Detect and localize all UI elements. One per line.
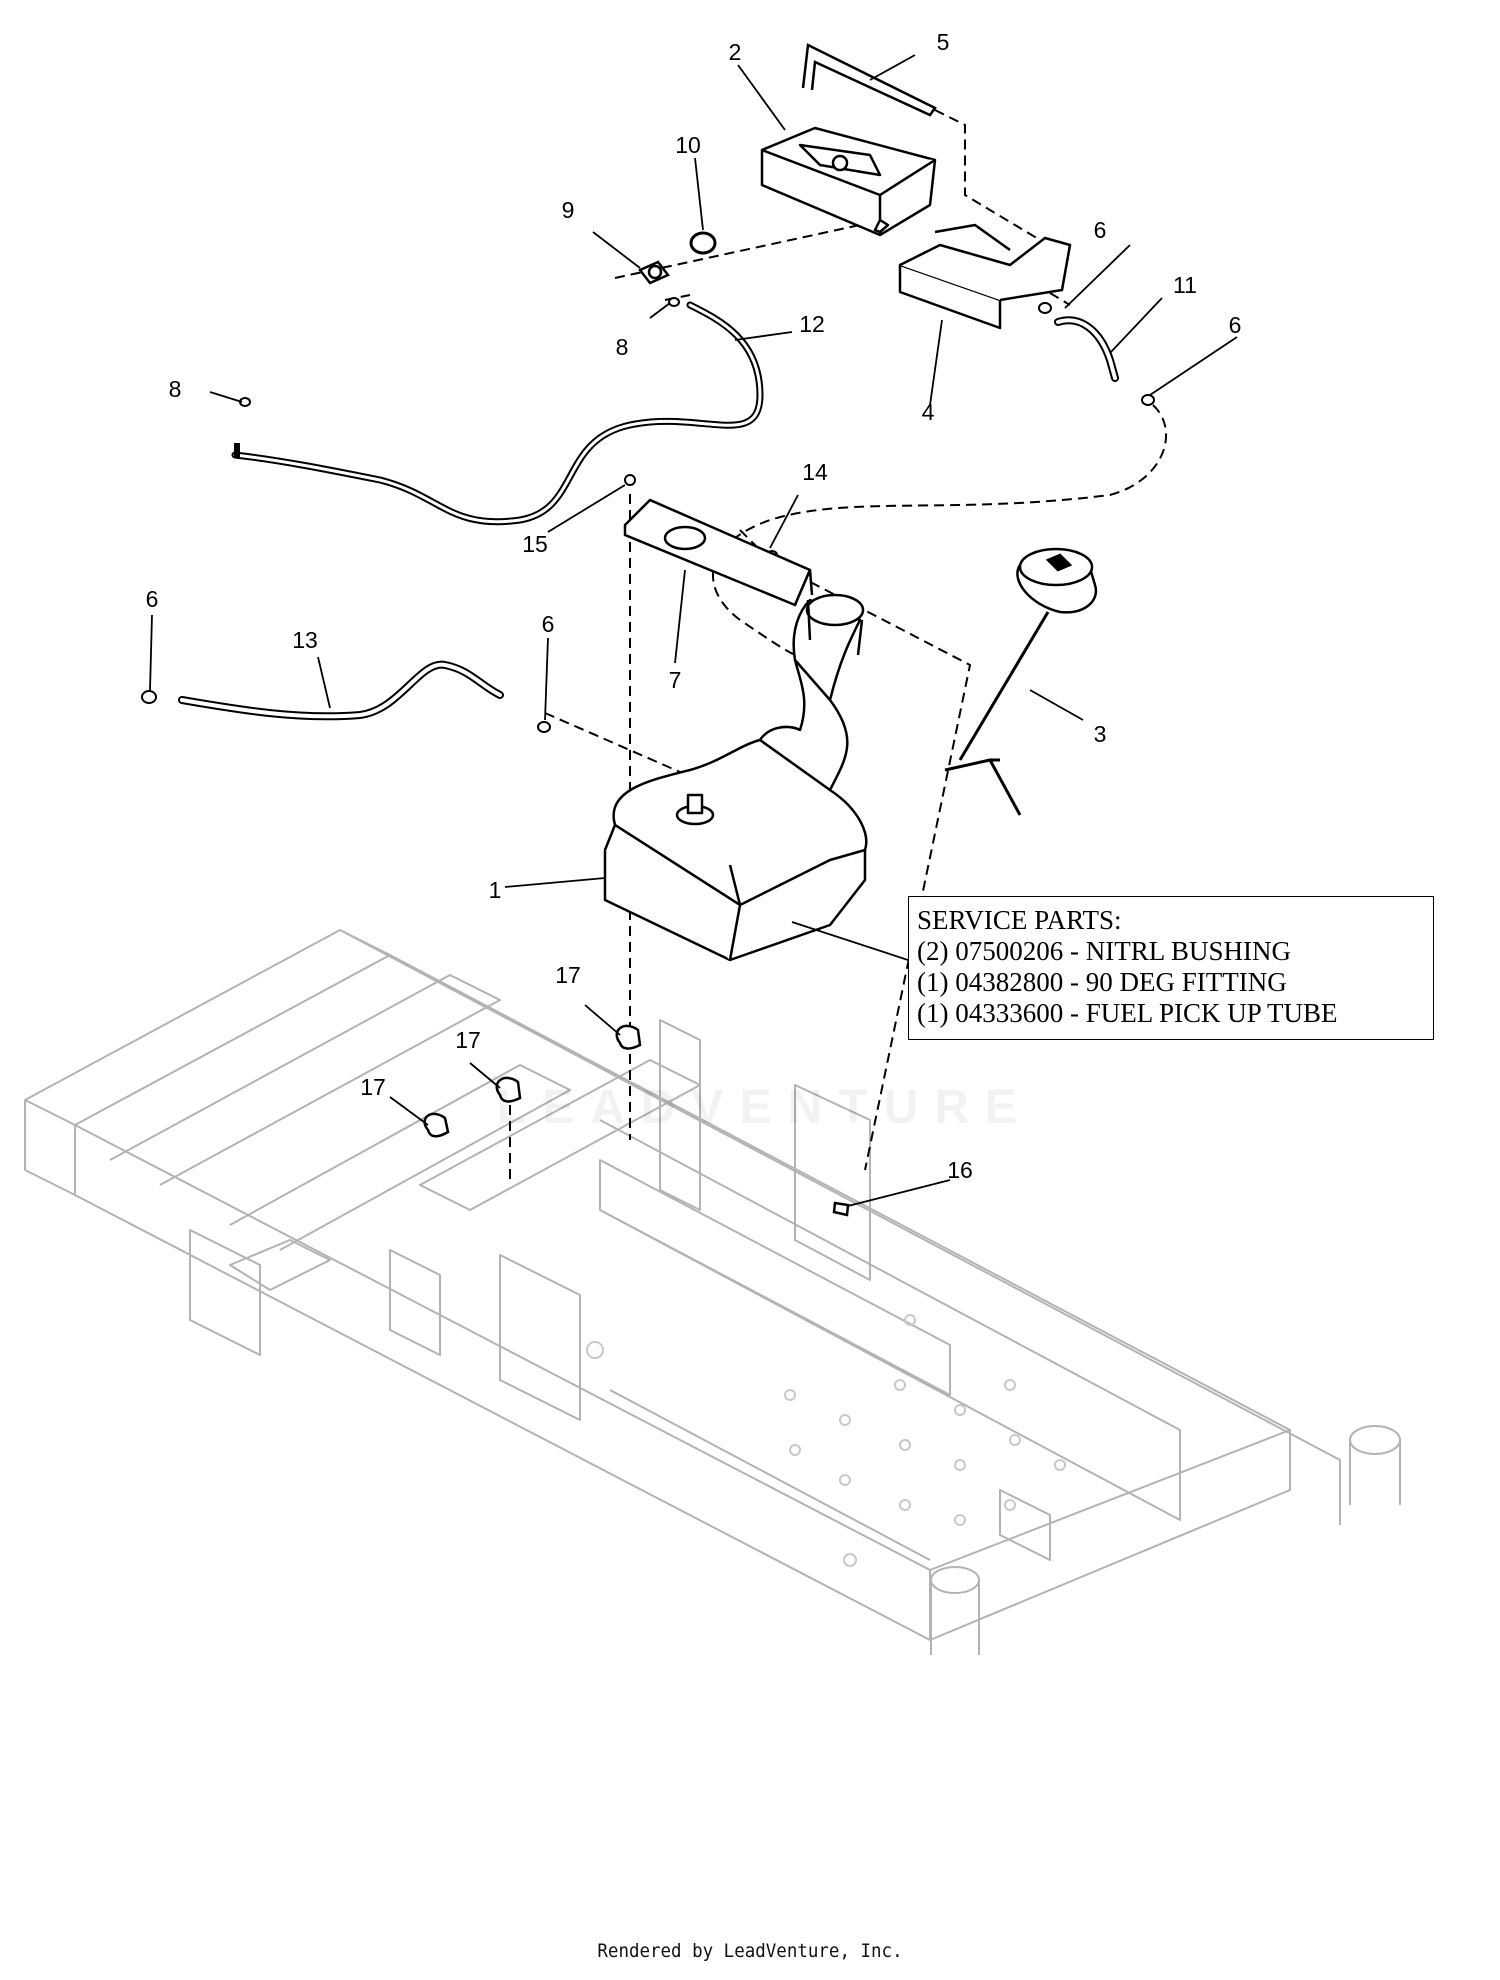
callout-10: 10 — [675, 132, 701, 158]
bolt — [832, 1201, 850, 1217]
callout-13: 13 — [292, 627, 318, 653]
fuel-cap — [944, 547, 1098, 816]
callout-6c: 6 — [146, 586, 159, 612]
callout-7: 7 — [669, 667, 682, 693]
callout-16: 16 — [947, 1157, 973, 1183]
service-parts-box: SERVICE PARTS: (2) 07500206 - NITRL BUSH… — [908, 896, 1434, 1040]
callout-numbers: 1 2 3 4 5 6 6 6 6 7 8 8 9 10 11 12 13 14… — [146, 29, 1242, 1183]
callout-6a: 6 — [1094, 217, 1107, 243]
grommet — [689, 231, 717, 255]
callout-15: 15 — [522, 531, 548, 557]
canister-bracket — [898, 223, 1072, 330]
fuel-tank — [603, 593, 868, 962]
callout-5: 5 — [937, 29, 950, 55]
callout-1: 1 — [489, 877, 502, 903]
callout-17b: 17 — [455, 1027, 481, 1053]
callout-6d: 6 — [542, 611, 555, 637]
fuel-line-long — [231, 301, 764, 526]
service-part-line: (1) 04382800 - 90 DEG FITTING — [917, 967, 1287, 997]
callout-11: 11 — [1173, 272, 1197, 298]
chassis-frame — [24, 929, 1401, 1655]
callout-8a: 8 — [616, 334, 629, 360]
hose-clamps — [141, 297, 1155, 733]
callout-6b: 6 — [1229, 312, 1242, 338]
footer-credit: Rendered by LeadVenture, Inc. — [597, 1940, 903, 1962]
callout-8b: 8 — [169, 376, 182, 402]
elbow-fitting — [638, 260, 670, 285]
callout-17a: 17 — [555, 962, 581, 988]
callout-17c: 17 — [360, 1074, 386, 1100]
callout-14: 14 — [802, 459, 828, 485]
callout-4: 4 — [922, 399, 935, 425]
deck-holes — [586, 1314, 1066, 1567]
callout-2: 2 — [729, 39, 742, 65]
charcoal-canister — [760, 126, 937, 237]
callout-9: 9 — [562, 197, 575, 223]
callout-12: 12 — [799, 311, 825, 337]
service-parts-title: SERVICE PARTS: — [917, 905, 1122, 935]
service-part-line: (1) 04333600 - FUEL PICK UP TUBE — [917, 998, 1338, 1028]
service-part-line: (2) 07500206 - NITRL BUSHING — [917, 936, 1291, 966]
watermark: LEADVENTURE — [496, 1081, 1034, 1134]
hold-down-rod — [801, 43, 937, 117]
callout-3: 3 — [1094, 721, 1107, 747]
frame-clamps — [423, 1024, 642, 1138]
tank-bracket — [623, 498, 814, 607]
leader-lines — [149, 54, 1238, 1207]
